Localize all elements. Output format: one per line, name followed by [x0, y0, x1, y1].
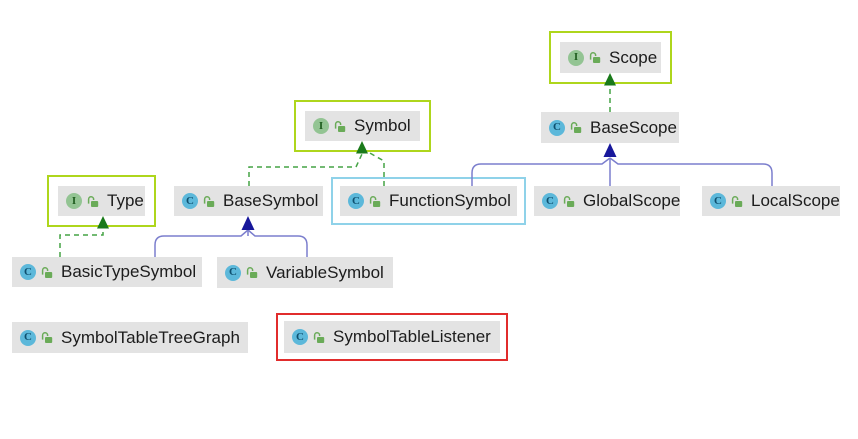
class-icon: C: [20, 264, 36, 280]
public-lock-icon: [87, 195, 99, 208]
node-label: GlobalScope: [583, 191, 681, 210]
edge-variablesymbol-extends-basesymbol: [241, 216, 308, 257]
edge-basescope-implements-scope: [604, 73, 616, 112]
node-basescope[interactable]: C BaseScope: [541, 112, 679, 143]
class-icon: C: [348, 193, 364, 209]
node-functionsymbol[interactable]: C FunctionSymbol: [331, 177, 526, 225]
class-icon: C: [20, 329, 36, 346]
edge-localscope-extends-basescope: [609, 157, 773, 186]
class-icon: C: [542, 193, 558, 209]
extends-line: [154, 229, 249, 257]
edge-functionsymbol-implements-symbol: [367, 151, 385, 186]
class-icon: C: [225, 264, 241, 281]
node-basesymbol[interactable]: C BaseSymbol: [174, 186, 323, 216]
public-lock-icon: [589, 51, 601, 64]
node-scope[interactable]: I Scope: [549, 31, 672, 84]
public-lock-icon: [41, 266, 53, 279]
public-lock-icon: [41, 331, 53, 344]
node-basictypesymbol[interactable]: C BasicTypeSymbol: [12, 257, 202, 287]
node-label: FunctionSymbol: [389, 191, 511, 210]
public-lock-icon: [563, 195, 575, 208]
public-lock-icon: [334, 120, 346, 133]
edge-globalscope-extends-basescope: [603, 143, 617, 186]
public-lock-icon: [369, 195, 381, 208]
node-label: Scope: [609, 47, 658, 67]
implements-arrowhead-icon: [604, 73, 616, 86]
edge-basictypesymbol-implements-type: [59, 216, 109, 257]
public-lock-icon: [246, 266, 258, 279]
class-icon: C: [182, 193, 198, 209]
node-symboltablelistener[interactable]: C SymbolTableListener: [276, 313, 508, 361]
public-lock-icon: [313, 331, 325, 344]
node-label: BasicTypeSymbol: [61, 262, 197, 281]
node-label: SymbolTableListener: [333, 327, 491, 346]
edge-basictypesymbol-extends-basesymbol: [154, 229, 249, 257]
node-label: SymbolTableTreeGraph: [61, 327, 240, 347]
extends-arrowhead-icon: [241, 216, 255, 230]
edge-functionsymbol-extends-basescope: [471, 157, 611, 186]
node-type[interactable]: I Type: [47, 175, 156, 227]
class-icon: C: [292, 329, 308, 345]
class-icon: C: [710, 193, 726, 209]
implements-line: [248, 153, 363, 186]
interface-icon: I: [66, 193, 82, 209]
public-lock-icon: [570, 121, 582, 134]
implements-arrowhead-icon: [356, 141, 368, 154]
interface-icon: I: [313, 118, 329, 134]
node-variablesymbol[interactable]: C VariableSymbol: [217, 257, 393, 288]
node-label: Type: [107, 191, 144, 210]
extends-line: [609, 157, 773, 186]
node-label: VariableSymbol: [266, 262, 384, 282]
node-label: Symbol: [354, 116, 411, 135]
node-localscope[interactable]: C LocalScope: [702, 186, 840, 216]
extends-line: [471, 157, 611, 186]
class-icon: C: [549, 119, 565, 136]
implements-line: [59, 229, 104, 257]
interface-icon: I: [568, 49, 584, 66]
node-globalscope[interactable]: C GlobalScope: [534, 186, 680, 216]
public-lock-icon: [731, 195, 743, 208]
node-symboltabletreegraph[interactable]: C SymbolTableTreeGraph: [12, 322, 248, 353]
public-lock-icon: [203, 195, 215, 208]
node-label: BaseScope: [590, 117, 677, 137]
implements-arrowhead-icon: [97, 216, 109, 229]
node-label: LocalScope: [751, 191, 840, 210]
implements-line: [367, 151, 385, 186]
extends-line: [247, 229, 308, 257]
edge-basesymbol-implements-symbol: [248, 141, 368, 186]
node-label: BaseSymbol: [223, 191, 319, 210]
extends-arrowhead-icon: [603, 143, 617, 157]
node-symbol[interactable]: I Symbol: [294, 100, 431, 152]
